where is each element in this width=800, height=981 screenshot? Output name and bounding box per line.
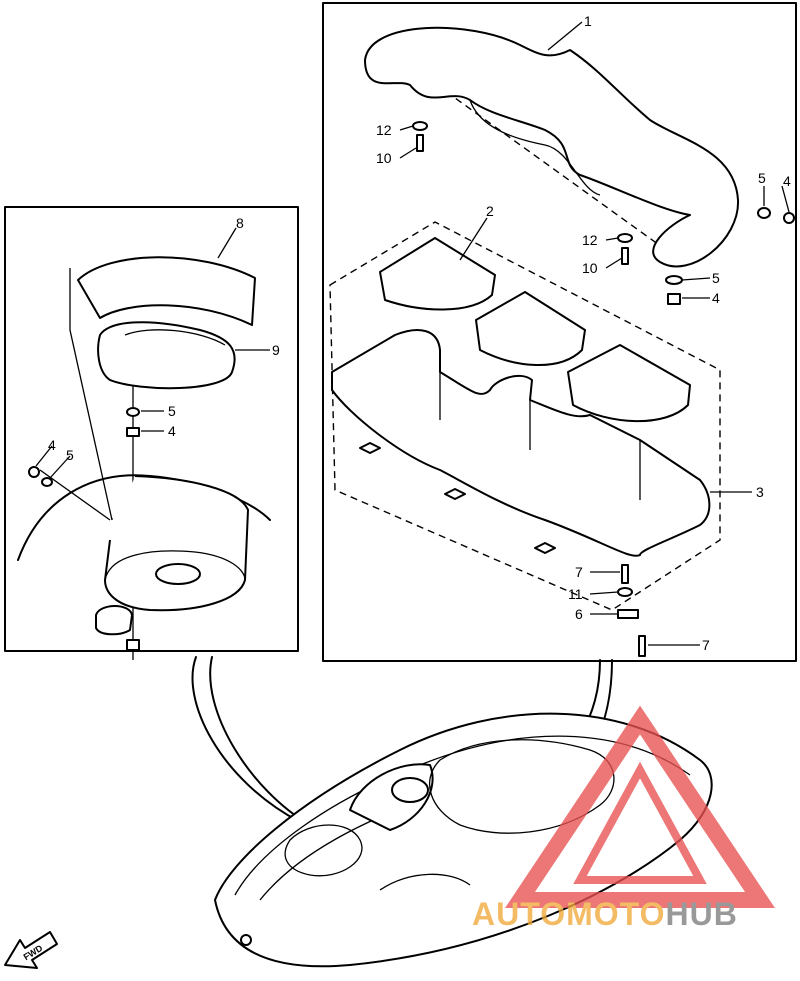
- seat-pad-front: [379, 237, 496, 311]
- seat-pad-rear: [567, 344, 691, 423]
- nut-4-right: [783, 212, 795, 224]
- right-panel-frame: [322, 2, 797, 662]
- nut-4-lower: [667, 293, 681, 305]
- watercraft: [214, 712, 713, 968]
- callout-4-side: 4: [48, 437, 56, 453]
- watermark-triangle-icon: [505, 705, 775, 908]
- callout-11: 11: [568, 586, 583, 602]
- seat-pedestal: [104, 475, 249, 612]
- callout-12-upper: 12: [376, 122, 392, 138]
- hull-outline: [214, 712, 713, 968]
- connector-left-outer: [191, 656, 301, 823]
- front-seat-well: [284, 824, 363, 877]
- washer-5-left: [126, 407, 140, 417]
- callout-10-lower: 10: [582, 260, 598, 276]
- callout-2: 2: [486, 203, 494, 219]
- washer-5-lower: [665, 275, 683, 285]
- guide-line-left: [69, 268, 113, 521]
- callout-7-upper: 7: [575, 564, 583, 580]
- bolt-10-lower: [621, 247, 629, 265]
- screw-7-lower: [638, 635, 646, 657]
- backrest-cushion-edge: [99, 304, 253, 326]
- callout-5-side: 5: [66, 447, 74, 463]
- callout-5-right: 5: [758, 170, 766, 186]
- connector-left-inner: [209, 656, 311, 826]
- seat-dash-box: [329, 221, 721, 611]
- callout-4-right: 4: [783, 173, 791, 189]
- bolt-10-upper: [416, 134, 424, 152]
- frame-clip-2: [444, 488, 466, 500]
- callout-9: 9: [272, 342, 280, 358]
- callout-1: 1: [584, 13, 592, 29]
- seat-pedestal-top: [104, 550, 246, 581]
- watermark-part-1: AUTO: [472, 896, 566, 932]
- bow-eye: [240, 934, 252, 946]
- frame-clip-1: [359, 442, 381, 454]
- steering-wheel: [391, 777, 429, 803]
- nut-4-side: [28, 466, 40, 478]
- fwd-indicator: FWD: [4, 931, 58, 969]
- callout-4-lower: 4: [712, 290, 720, 306]
- bottom-nut: [126, 639, 140, 651]
- guide-line-bolt: [39, 469, 111, 521]
- watermark-part-3: HUB: [665, 896, 737, 932]
- left-panel-frame: [4, 206, 299, 652]
- cup-holder: [95, 605, 133, 636]
- backrest-base-inner: [124, 329, 226, 346]
- rear-seat-well: [429, 739, 615, 834]
- right-panel: [322, 2, 797, 662]
- rear-backrest-cushion: [364, 26, 740, 268]
- callout-10-upper: 10: [376, 150, 392, 166]
- washer-11: [617, 587, 633, 597]
- callouts: 1 2 3 4 5 5 4 12 10 12 10 7 11 6 7 8 9 5…: [48, 13, 791, 653]
- callout-3: 3: [756, 484, 764, 500]
- washer-5-side: [41, 477, 53, 487]
- fwd-arrow-icon: [4, 931, 58, 969]
- pedestal-hole: [155, 563, 201, 585]
- seat-frame-posts: [439, 372, 641, 500]
- callout-leaders: [35, 21, 790, 646]
- nut-4-left: [126, 427, 140, 437]
- clip-6: [617, 609, 639, 619]
- callout-8: 8: [236, 215, 244, 231]
- washer-12-upper: [412, 121, 428, 131]
- rear-backrest-fold: [469, 99, 601, 196]
- seat-pad-middle: [475, 291, 586, 367]
- callout-12-lower: 12: [582, 232, 598, 248]
- screw-7-upper: [621, 564, 629, 584]
- watermark: AUTOMOTOHUB: [472, 705, 775, 932]
- watermark-text: AUTOMOTOHUB: [472, 896, 738, 932]
- watermark-triangle-inner-icon: [573, 761, 707, 884]
- callout-7-lower: 7: [702, 637, 710, 653]
- callout-5-left: 5: [168, 403, 176, 419]
- callout-5-lower: 5: [712, 270, 720, 286]
- washer-5-right: [757, 207, 771, 219]
- floor-line: [379, 873, 471, 891]
- left-panel: [4, 206, 299, 660]
- frame-clip-3: [534, 542, 556, 554]
- callout-6: 6: [575, 606, 583, 622]
- backrest-base: [97, 321, 236, 390]
- callout-4-left: 4: [168, 423, 176, 439]
- seat-frame: [331, 329, 711, 557]
- watermark-part-2: MOTO: [566, 896, 665, 932]
- washer-12-lower: [617, 233, 633, 243]
